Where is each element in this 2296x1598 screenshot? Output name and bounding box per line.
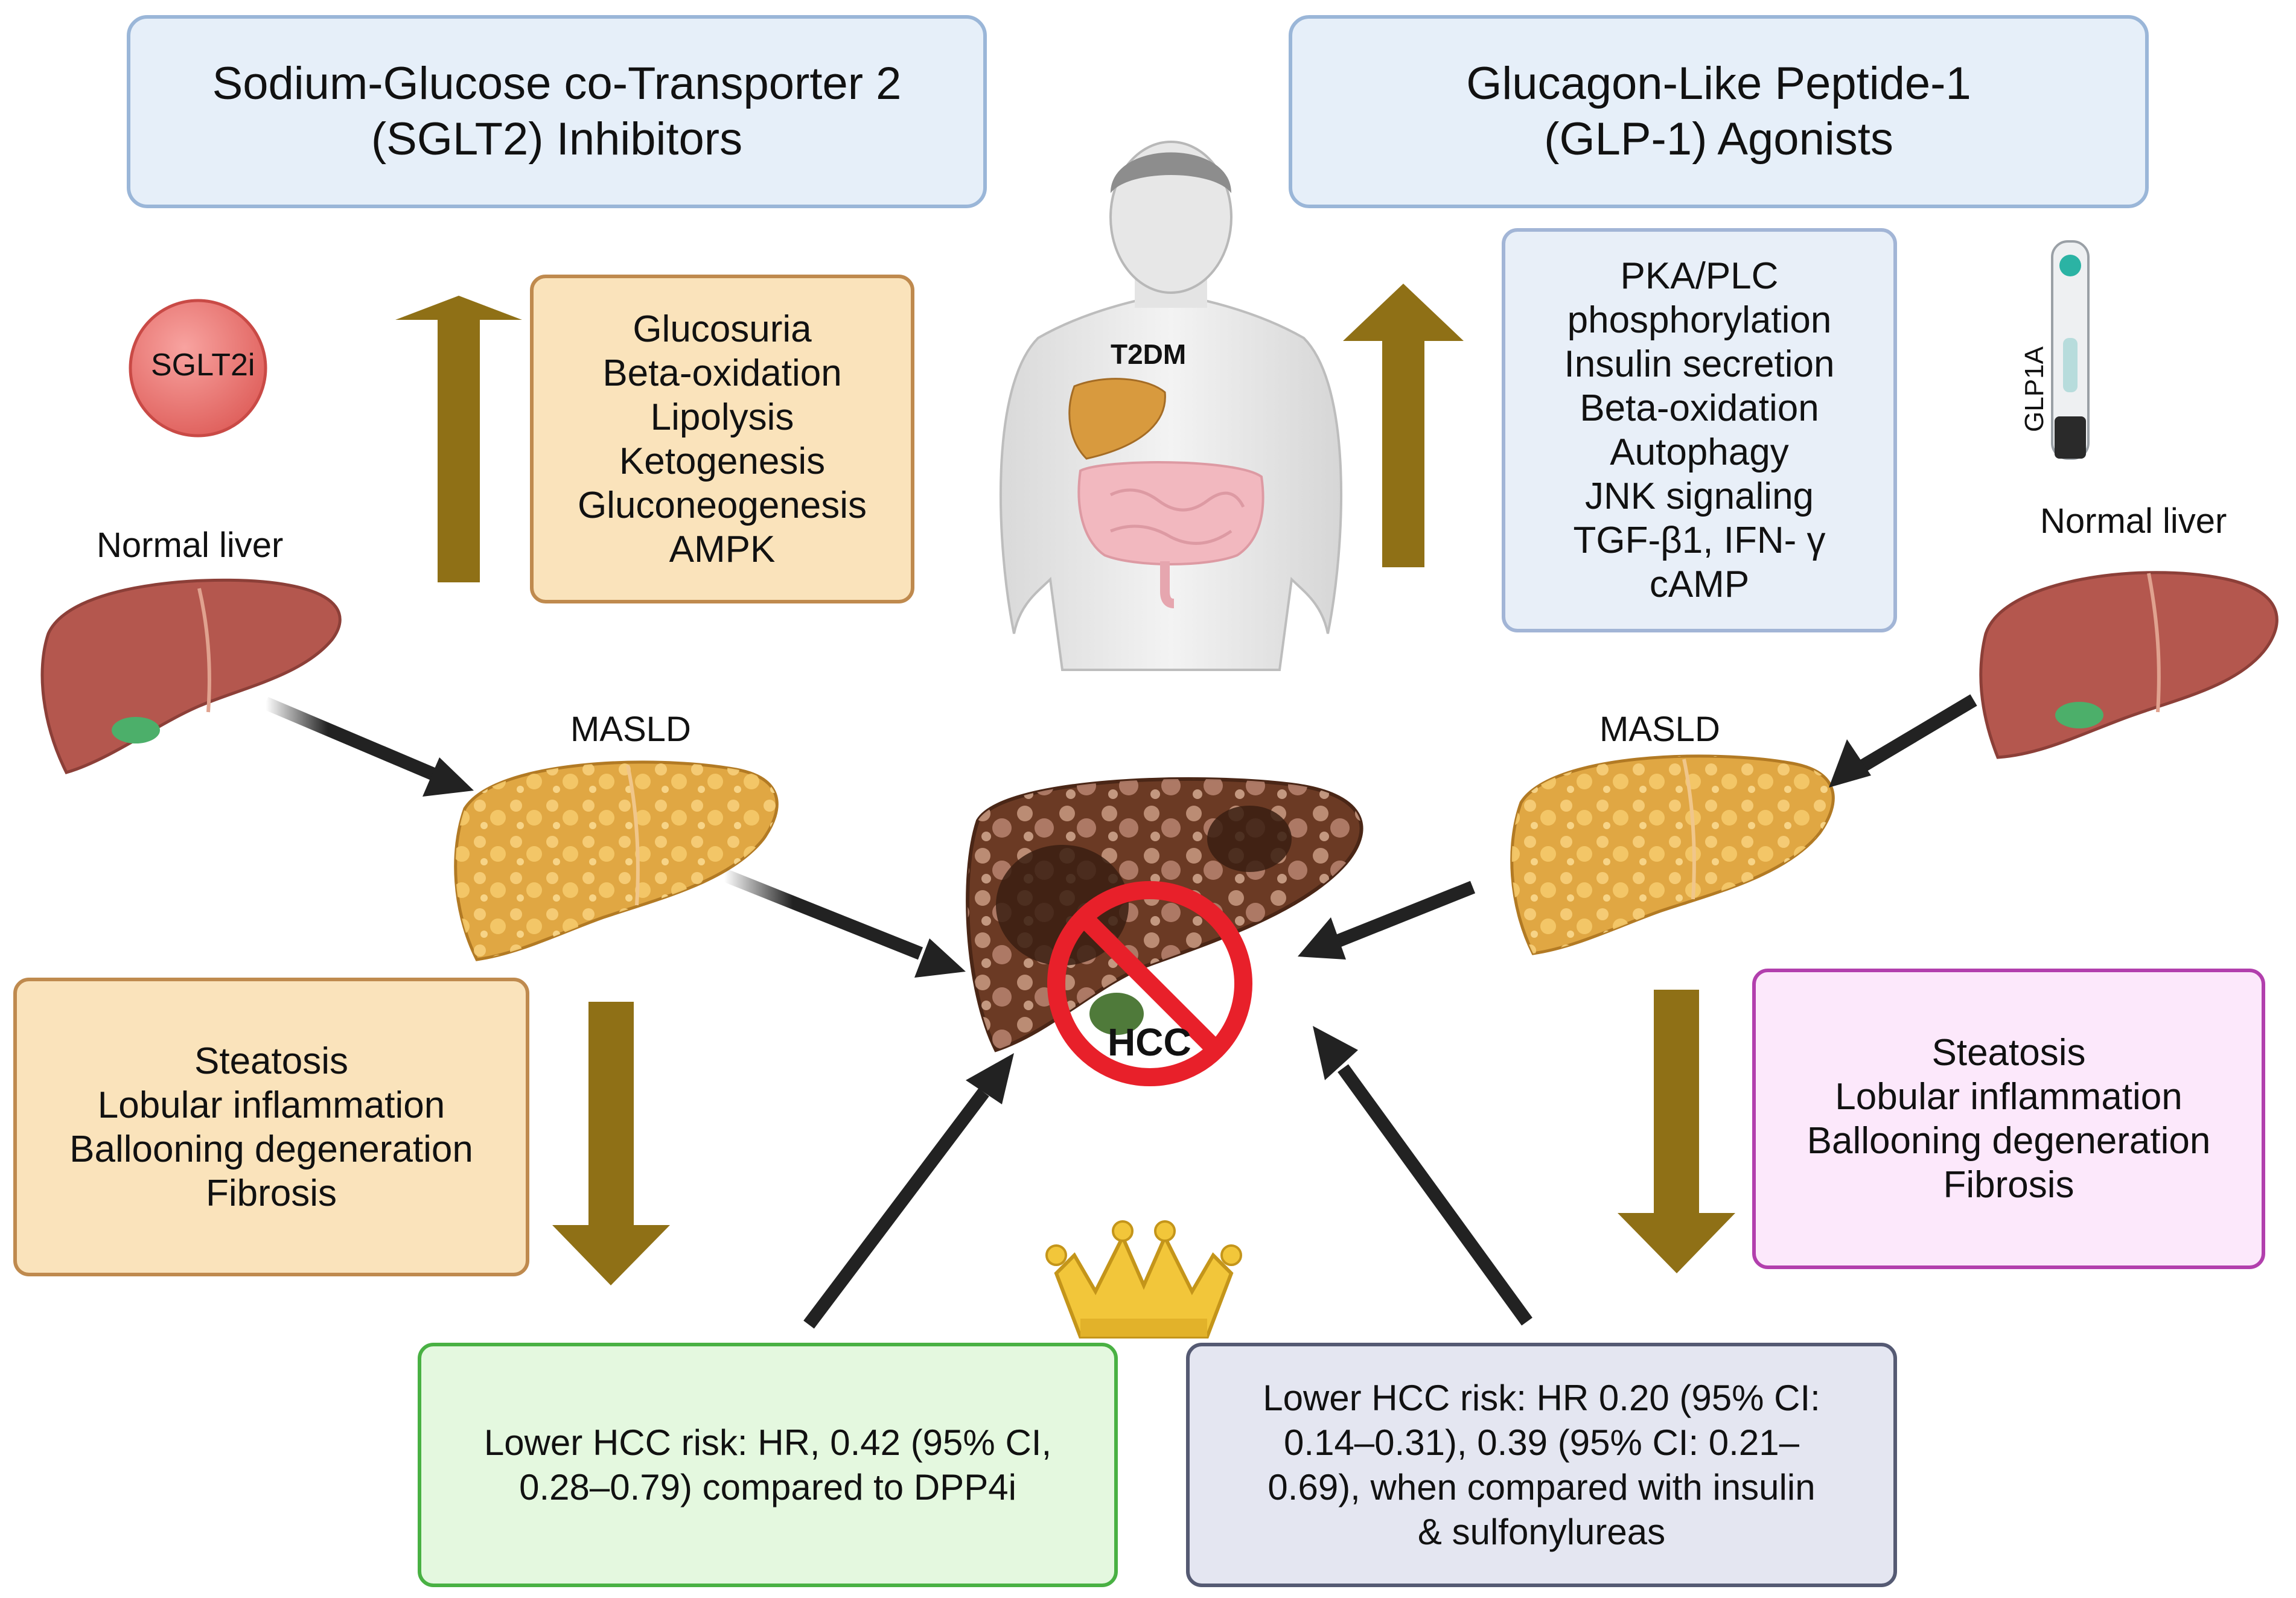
left-histology-item: Fibrosis [205,1172,337,1214]
sglt2-outcome-box: Lower HCC risk: HR, 0.42 (95% CI, 0.28–0… [418,1343,1118,1587]
left-histology-box: Steatosis Lobular inflammation Balloonin… [13,978,529,1276]
sglt2-effect-item: Ketogenesis [619,440,826,482]
right-histology-item: Ballooning degeneration [1807,1120,2211,1162]
left-histology-item: Steatosis [194,1040,349,1082]
sglt2-outcome-to-hcc-arrow [803,1088,989,1329]
glp1-effect-item: phosphorylation [1567,299,1832,341]
progression-arrows [263,694,1977,1329]
right-normal-to-masld-arrow [1858,694,1977,772]
glp1-outcome-to-hcc-arrow [1338,1064,1532,1326]
glp1-effect-item: Insulin secretion [1564,343,1835,385]
left-histology-item: Lobular inflammation [97,1084,445,1126]
glp1-up-arrow [1343,284,1464,567]
arrowheads [423,739,1871,1104]
glp1-outcome-line: & sulfonylureas [1417,1511,1666,1552]
left-masld-to-hcc-arrow [721,868,923,960]
right-normal-liver-icon [1979,571,2278,759]
t2dm-label: T2DM [1111,339,1187,370]
glp1-title-box: Glucagon-Like Peptide-1 (GLP-1) Agonists [1289,15,2149,208]
left-masld-liver-icon [454,760,779,961]
glp1-title-line1: Glucagon-Like Peptide-1 [1466,58,1971,109]
glp1-title-line2: (GLP-1) Agonists [1544,113,1893,165]
glp1-outcome-box: Lower HCC risk: HR 0.20 (95% CI: 0.14–0.… [1186,1343,1897,1587]
left-down-arrow [552,1002,670,1285]
sglt2-effect-item: Glucosuria [633,308,812,350]
hcc-liver-icon [966,777,1363,1052]
glp1-outcome-line: Lower HCC risk: HR 0.20 (95% CI: [1263,1377,1820,1418]
glp1a-pen-label: GLP1A [2019,346,2049,432]
prohibition-sign-icon [1047,881,1252,1086]
sglt2i-pill-label: SGLT2i [151,348,255,383]
right-normal-liver-label: Normal liver [2040,501,2227,541]
right-histology-item: Steatosis [1931,1032,2086,1074]
glp1-effect-item: TGF-β1, IFN- γ [1573,520,1826,561]
left-normal-liver-label: Normal liver [97,526,284,565]
glp1-effect-item: Autophagy [1610,431,1789,473]
sglt2-outcome-line: 0.28–0.79) compared to DPP4i [519,1466,1016,1507]
sglt2-title-box: Sodium-Glucose co-Transporter 2 (SGLT2) … [127,15,987,208]
crown-icon [1045,1220,1242,1339]
sglt2-title-line1: Sodium-Glucose co-Transporter 2 [212,58,902,109]
right-histology-box: Steatosis Lobular inflammation Balloonin… [1752,969,2265,1269]
left-normal-to-masld-arrow [263,696,447,785]
glp1a-pen-icon [2051,240,2090,460]
right-down-arrow [1618,990,1735,1273]
sglt2-up-arrow [395,296,522,582]
hcc-label: HCC [1108,1020,1191,1064]
left-normal-liver-icon [40,578,342,774]
glp1-effects-box: PKA/PLC phosphorylation Insulin secretio… [1502,228,1897,632]
glp1-effect-item: cAMP [1649,564,1750,605]
right-histology-item: Lobular inflammation [1835,1076,2183,1118]
sglt2-outcome-line: Lower HCC risk: HR, 0.42 (95% CI, [483,1422,1052,1463]
right-masld-to-hcc-arrow [1334,880,1476,948]
sglt2-effect-item: Beta-oxidation [602,352,842,394]
left-histology-item: Ballooning degeneration [69,1128,473,1170]
sglt2-effect-item: Gluconeogenesis [577,484,867,526]
sglt2-effect-item: Lipolysis [650,396,794,438]
glp1-outcome-line: 0.69), when compared with insulin [1268,1466,1816,1507]
left-masld-label: MASLD [570,710,691,749]
t2dm-person-illustration [999,141,1343,671]
sglt2-effect-item: AMPK [669,528,776,570]
sglt2-title-line2: (SGLT2) Inhibitors [371,113,743,165]
glp1-effect-item: PKA/PLC [1620,255,1779,297]
right-histology-item: Fibrosis [1943,1164,2074,1206]
sglt2i-pill-icon [129,299,267,438]
glp1-effect-item: JNK signaling [1584,476,1814,517]
sglt2-effects-box: Glucosuria Beta-oxidation Lipolysis Keto… [530,275,914,603]
glp1-effect-item: Beta-oxidation [1580,387,1819,429]
right-masld-liver-icon [1510,754,1835,955]
glp1-outcome-line: 0.14–0.31), 0.39 (95% CI: 0.21– [1284,1422,1799,1463]
right-masld-label: MASLD [1599,710,1720,749]
